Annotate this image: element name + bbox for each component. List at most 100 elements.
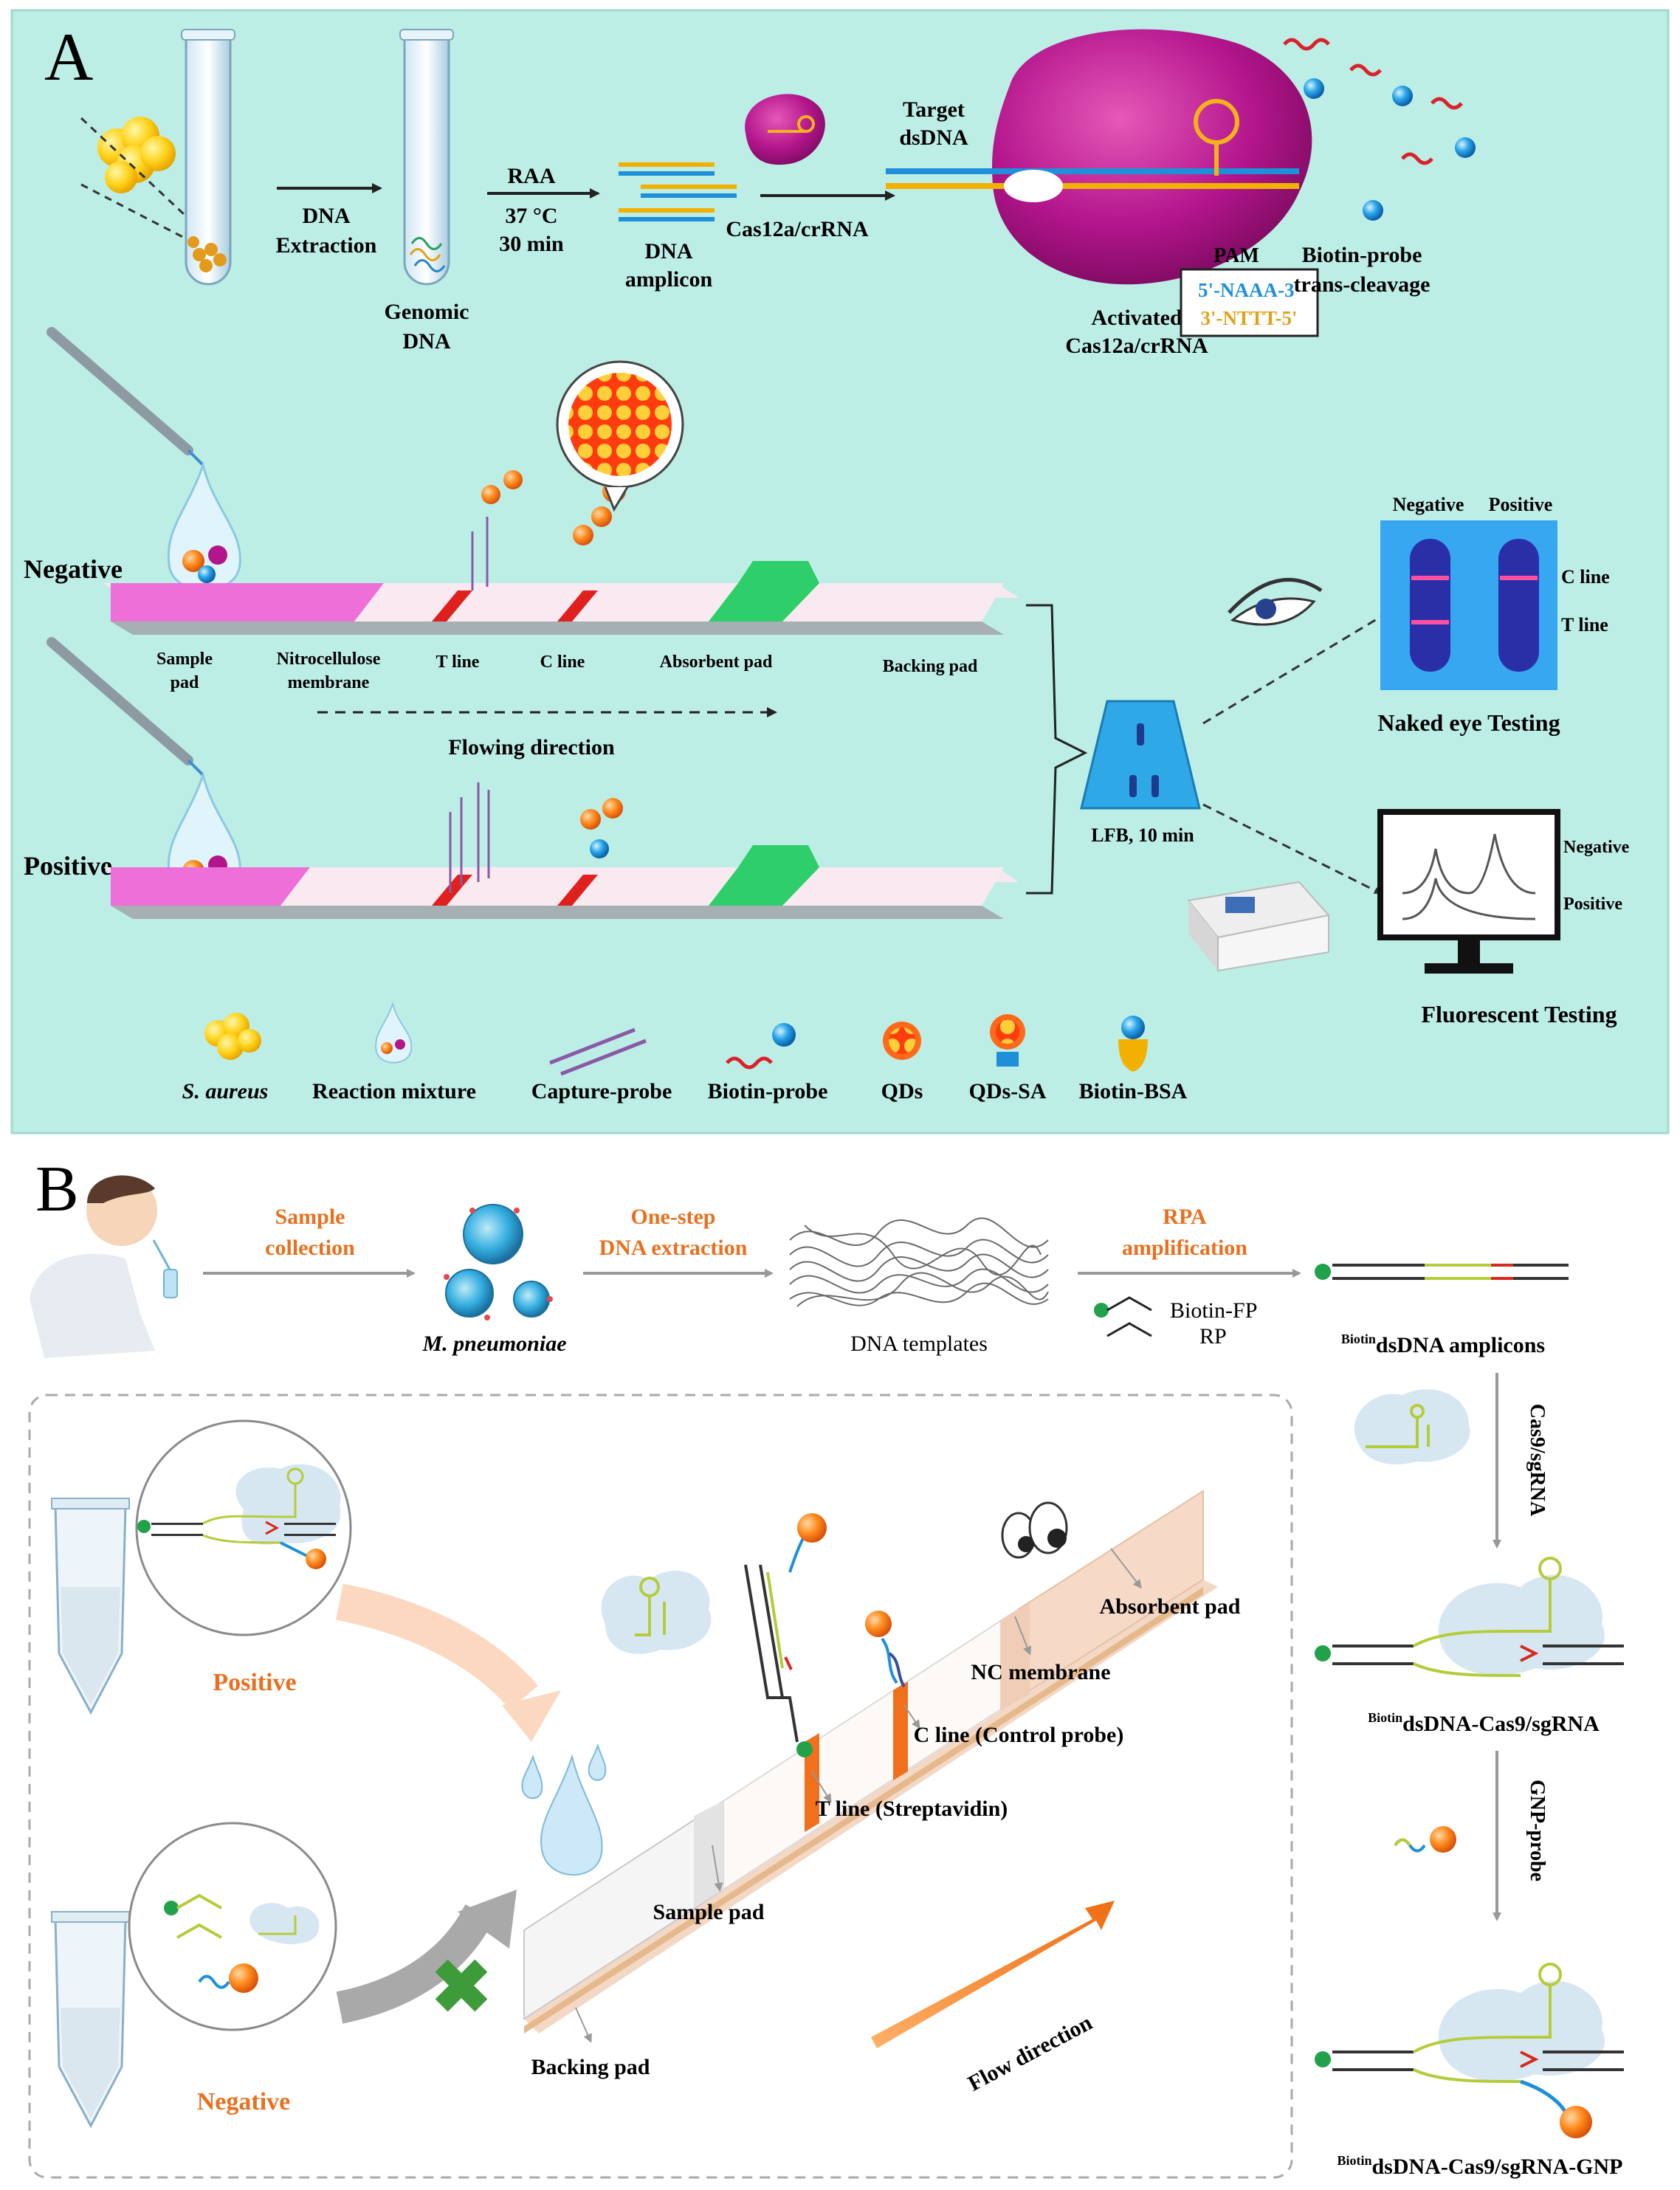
label-pointer — [811, 1771, 832, 1803]
biotin-bsa-legend-icon — [1118, 1016, 1148, 1072]
negative-test-strip — [103, 470, 1019, 635]
sample-collection-label: Sample — [275, 1205, 345, 1229]
cas9-sgrna-icon — [1354, 1389, 1470, 1464]
t-line-readout-label: T line — [1561, 614, 1608, 636]
panel-b: B Sample collection M. pneumoniae One-st… — [28, 1154, 1624, 2179]
organism-label: M. pneumoniae — [421, 1332, 566, 1356]
legend-qds: QDs — [881, 1079, 923, 1103]
qd-sa-legend-icon — [990, 1014, 1025, 1067]
nc-membrane-label: NC membrane — [971, 1660, 1110, 1684]
absorbent-pad-label: Absorbent pad — [660, 652, 773, 672]
biotin-fp-label: Biotin-FP — [1170, 1298, 1257, 1323]
capture-probe-legend-icon — [549, 1027, 647, 1076]
rpa-label: amplification — [1122, 1236, 1247, 1260]
temperature-label: 37 °C — [505, 204, 557, 228]
absorbent-pad-label: Absorbent pad — [1100, 1594, 1241, 1619]
genomic-dna-label: Genomic — [385, 300, 469, 324]
biotin-superscript: Biotin — [1368, 1710, 1402, 1725]
rp-label: RP — [1199, 1324, 1227, 1349]
dsdna-cas9-complex-icon — [1315, 1557, 1624, 1677]
legend-biotin-probe: Biotin-probe — [708, 1079, 828, 1103]
qd-zoom-icon — [556, 360, 684, 512]
negative-strip-label: Negative — [24, 554, 123, 584]
pam-box — [1180, 268, 1319, 337]
gnp-probe-icon — [1394, 1826, 1456, 1853]
biotin-trans-cleavage-label: trans-cleavage — [1294, 272, 1431, 297]
nitrocellulose-label: membrane — [288, 673, 370, 692]
negative-label: Negative — [197, 2088, 291, 2115]
target-dsdna-label: Target — [903, 97, 965, 122]
bracket — [1026, 604, 1088, 895]
dna-extraction-label: DNA — [303, 204, 351, 228]
positive-flow-arrowhead — [502, 1690, 561, 1742]
dsdna-cas9-gnp-complex-icon — [1315, 1963, 1624, 2138]
lfb-cassette-icon — [1080, 700, 1201, 810]
biotin-superscript: Biotin — [1337, 2153, 1371, 2168]
positive-label: Positive — [213, 1669, 296, 1696]
cas12a-crrna-icon — [745, 94, 825, 165]
sample-collection-label: collection — [265, 1236, 355, 1260]
cleaved-biotin-probe-icon — [1283, 38, 1476, 221]
pam-sequence-top: 5'-NAAA-3' — [1198, 279, 1300, 301]
biotin-dsdna-amplicon-icon — [1315, 1264, 1569, 1280]
positive-strip-label: Positive — [24, 851, 112, 881]
dna-amplicon-label: DNA — [645, 239, 693, 264]
time-label: 30 min — [499, 232, 564, 256]
naked-eye-negative-label: Negative — [1393, 494, 1464, 515]
flowing-direction-label: Flowing direction — [448, 735, 615, 760]
legend-biotin-bsa: Biotin-BSA — [1079, 1079, 1188, 1103]
person-sampling-icon — [30, 1175, 178, 1358]
positive-flow-arrow — [336, 1583, 538, 1710]
panel-b-letter: B — [35, 1154, 79, 1225]
amplicon-label-text: dsDNA amplicons — [1376, 1333, 1545, 1357]
pipette-icon — [47, 637, 204, 777]
final-complex-label: BiotindsDNA-Cas9/sgRNA-GNP — [1337, 2153, 1622, 2179]
genomic-dna-tube-icon — [399, 29, 454, 286]
dna-amplicon-label: amplicon — [625, 267, 713, 292]
positive-test-strip — [103, 782, 1019, 919]
activated-cas12a-label: Cas12a/crRNA — [1065, 334, 1208, 358]
legend-reaction-mixture: Reaction mixture — [312, 1079, 476, 1103]
sample-pad-label: Sample pad — [653, 1900, 765, 1924]
c-line-label: C line — [540, 652, 585, 672]
lfb-label: LFB, 10 min — [1091, 824, 1194, 846]
negative-zoom-bubble — [128, 1822, 337, 2031]
sample-pad-label: Sample — [156, 650, 213, 669]
cas12a-label: Cas12a/crRNA — [726, 217, 869, 241]
biotin-amplicon-label: BiotindsDNA amplicons — [1341, 1332, 1545, 1357]
label-pointer — [903, 1704, 920, 1729]
legend-capture-probe: Capture-probe — [531, 1079, 672, 1103]
naked-eye-testing-label: Naked eye Testing — [1377, 709, 1560, 736]
biotin-trans-cleavage-label: Biotin-probe — [1302, 243, 1422, 267]
eye-icon — [1228, 578, 1323, 626]
blocked-cross-icon — [435, 1959, 488, 2012]
negative-flow-arrowhead — [458, 1890, 517, 1949]
naked-eye-positive-label: Positive — [1489, 494, 1553, 515]
positive-zoom-bubble — [135, 1419, 352, 1636]
raa-label: RAA — [508, 164, 556, 188]
zoom-line — [80, 183, 196, 245]
lateral-flow-strip — [523, 1490, 1218, 2034]
naked-eye-result-image — [1380, 520, 1557, 690]
activated-cas12a-label: Activated — [1091, 306, 1182, 330]
fluorescent-testing-label: Fluorescent Testing — [1421, 1001, 1617, 1027]
dna-extraction-label: One-step — [631, 1205, 716, 1229]
biotin-superscript: Biotin — [1341, 1332, 1376, 1346]
negative-tube-icon — [51, 1911, 130, 2129]
legend: S. aureus Reaction mixture Capture-probe… — [182, 1001, 1188, 1103]
dna-extraction-label: DNA extraction — [599, 1236, 748, 1260]
flow-direction-label: Flow direction — [964, 2010, 1096, 2096]
flow-direction-arrow — [871, 1901, 1115, 2048]
pipette-icon — [47, 327, 204, 466]
cas9-step-label: Cas9/sgRNA — [1526, 1404, 1549, 1517]
primer-icon — [1094, 1296, 1152, 1337]
genomic-dna-label: DNA — [403, 329, 451, 354]
monitor-positive-label: Positive — [1563, 895, 1622, 914]
dna-templates-label: DNA templates — [850, 1332, 988, 1356]
activated-cas12a-icon — [886, 29, 1312, 285]
fluorescence-reader-icon — [1187, 881, 1330, 972]
m-pneumoniae-cells-icon — [444, 1204, 553, 1320]
monitor-negative-label: Negative — [1563, 838, 1630, 857]
strip-assay-box — [28, 1394, 1293, 2179]
